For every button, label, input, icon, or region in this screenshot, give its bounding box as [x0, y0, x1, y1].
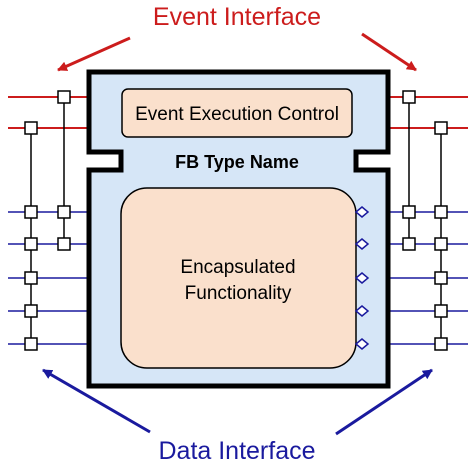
with-square: [24, 205, 38, 219]
fb-type-name: FB Type Name: [175, 152, 299, 172]
functionality-body: [120, 187, 357, 369]
with-square: [57, 205, 71, 219]
with-square: [434, 121, 448, 135]
output-port-diamond-2: [354, 238, 370, 250]
event-arrow-right: [361, 32, 417, 72]
output-port-diamond-5: [354, 338, 370, 350]
output-port-diamond-1: [354, 206, 370, 218]
with-square: [57, 237, 71, 251]
with-square: [24, 304, 38, 318]
with-square: [434, 304, 448, 318]
event-lines: [8, 96, 468, 129]
with-square: [57, 90, 71, 104]
with-square: [24, 271, 38, 285]
with-square: [434, 337, 448, 351]
output-ports: [354, 206, 370, 350]
with-square: [434, 271, 448, 285]
data-interface-label: Data Interface: [158, 437, 315, 465]
with-square: [434, 237, 448, 251]
functionality-label-line2: Functionality: [185, 283, 292, 304]
data-arrow-left: [42, 368, 151, 434]
with-square: [402, 237, 416, 251]
event-interface-label: Event Interface: [153, 3, 321, 31]
output-port-diamond-3: [354, 272, 370, 284]
data-arrow-right: [335, 368, 433, 436]
with-square: [24, 237, 38, 251]
with-square: [402, 205, 416, 219]
with-square: [24, 337, 38, 351]
with-squares: [24, 90, 448, 351]
with-square: [434, 205, 448, 219]
ecc-label: Event Execution Control: [135, 104, 339, 125]
with-square: [24, 121, 38, 135]
functionality-label-line1: Encapsulated: [180, 257, 295, 278]
with-square: [402, 90, 416, 104]
event-arrow-left: [57, 36, 131, 72]
output-port-diamond-4: [354, 305, 370, 317]
ecc-box: [121, 88, 353, 138]
